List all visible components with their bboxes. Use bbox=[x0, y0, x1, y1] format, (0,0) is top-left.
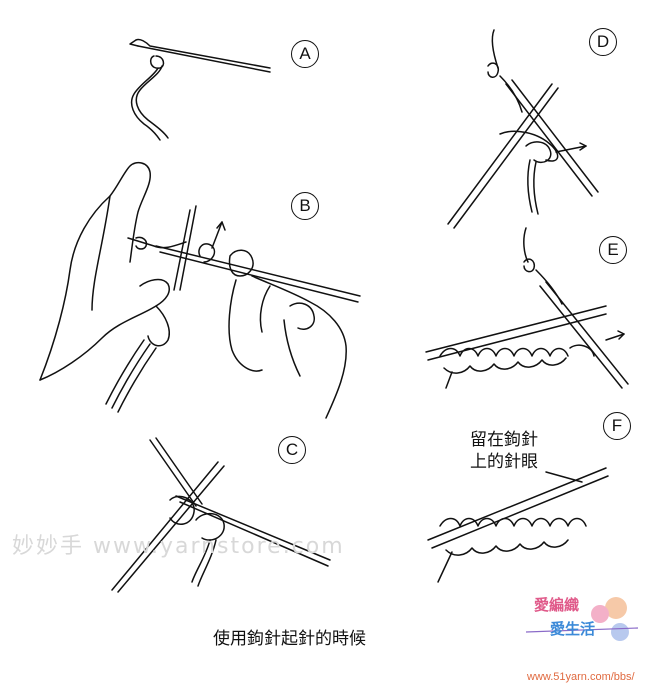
step-c-illustration bbox=[111, 437, 331, 593]
yarn-ball-icon bbox=[525, 597, 639, 641]
watermark: 妙妙手 www.yarnstore.com bbox=[12, 534, 345, 559]
step-label-b: B bbox=[291, 192, 319, 220]
step-f-illustration bbox=[427, 467, 609, 583]
step-e-illustration bbox=[425, 227, 629, 389]
page-caption: 使用鉤針起針的時候 bbox=[213, 629, 366, 649]
step-label-f: F bbox=[603, 412, 631, 440]
site-logo: 愛編織 愛生活 bbox=[520, 588, 640, 658]
step-label-a: A bbox=[291, 40, 319, 68]
annotation-line-2: 上的針眼 bbox=[470, 452, 538, 472]
step-d-illustration bbox=[447, 29, 599, 229]
step-label-c: C bbox=[278, 436, 306, 464]
step-label-d: D bbox=[589, 28, 617, 56]
step-a-illustration bbox=[129, 38, 271, 141]
step-b-illustration bbox=[39, 161, 361, 419]
annotation-line-1: 留在鉤針 bbox=[470, 430, 538, 450]
logo-line-2: 愛生活 bbox=[550, 620, 596, 638]
logo-line-1: 愛編織 bbox=[534, 596, 580, 614]
site-url: www.51yarn.com/bbs/ bbox=[527, 671, 635, 683]
step-label-e: E bbox=[599, 236, 627, 264]
